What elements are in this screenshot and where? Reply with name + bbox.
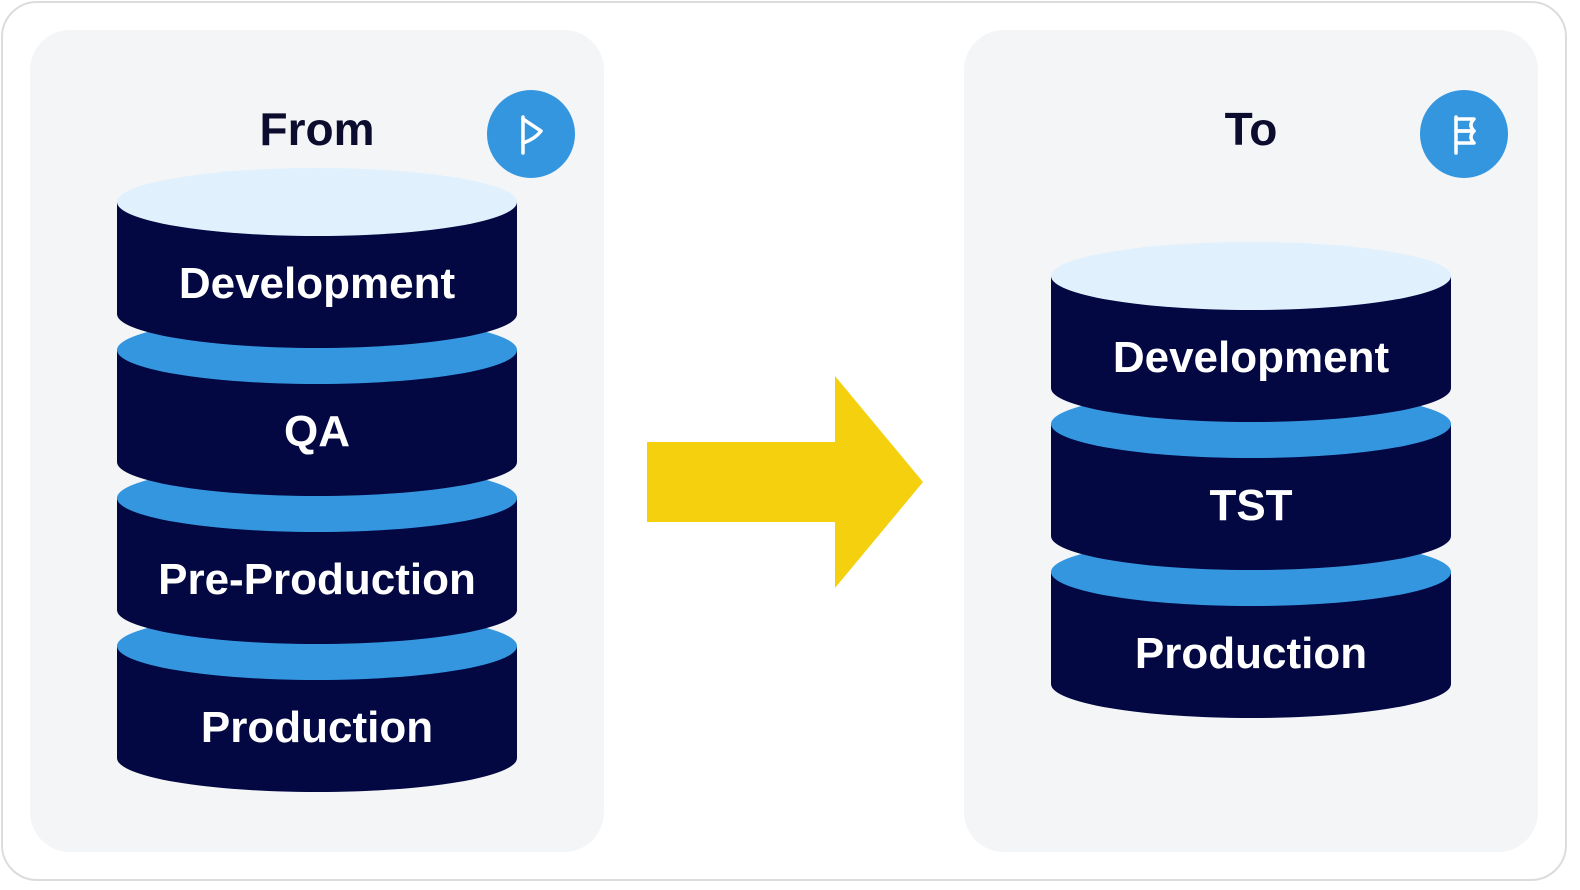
cylinder-label: Production bbox=[201, 703, 433, 752]
cylinder-body bbox=[1051, 424, 1451, 570]
cylinder-top bbox=[1051, 242, 1451, 310]
cylinder-label: TST bbox=[1209, 481, 1292, 530]
cylinder-top bbox=[117, 168, 517, 236]
to-badge bbox=[1420, 90, 1508, 178]
cylinder-body bbox=[1051, 276, 1451, 422]
from-title: From bbox=[259, 103, 375, 155]
cylinder-label: Development bbox=[1113, 333, 1390, 382]
cylinder-body bbox=[1051, 572, 1451, 718]
cylinder-body bbox=[117, 498, 517, 644]
from-cylinder-stack: Production Pre-Production QA Development bbox=[117, 168, 517, 792]
arrow-right-icon bbox=[647, 376, 923, 588]
to-cylinder-stack: Production TST Development bbox=[1051, 242, 1451, 718]
cylinder-label: Development bbox=[179, 259, 456, 308]
to-title: To bbox=[1224, 103, 1278, 155]
cylinder-layer-development: Development bbox=[1051, 242, 1451, 422]
cylinder-body bbox=[117, 202, 517, 348]
to-panel: To Production TST Development bbox=[964, 30, 1538, 852]
cylinder-label: QA bbox=[284, 407, 350, 456]
cylinder-body bbox=[117, 350, 517, 496]
cylinder-label: Production bbox=[1135, 629, 1367, 678]
flag-start-icon bbox=[521, 115, 543, 155]
from-badge bbox=[487, 90, 575, 178]
cylinder-body bbox=[117, 646, 517, 792]
cylinder-label: Pre-Production bbox=[158, 555, 476, 604]
flag-finish-icon bbox=[1454, 115, 1476, 155]
from-panel: From Production Pre-Production QA Developme… bbox=[30, 30, 604, 852]
cylinder-layer-development: Development bbox=[117, 168, 517, 348]
